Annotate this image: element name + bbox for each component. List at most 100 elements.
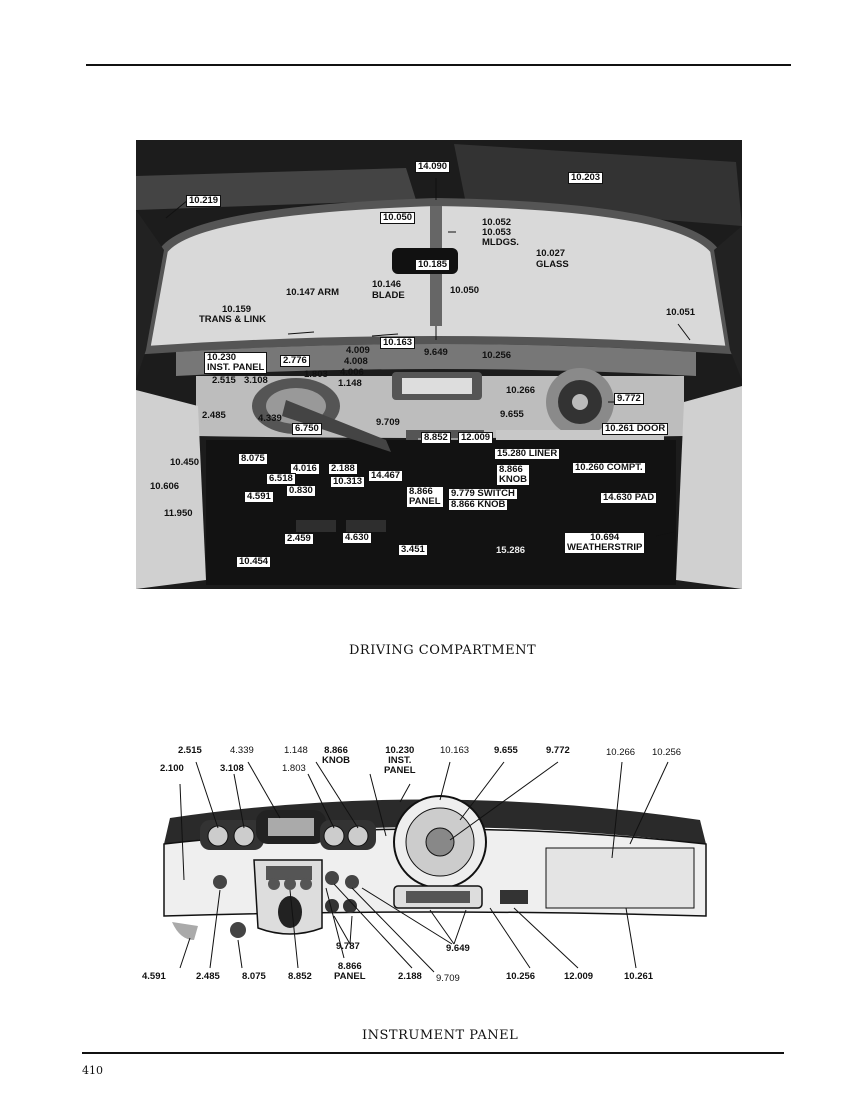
label-6-518: 6.518 [266, 473, 296, 485]
label-10-256: 10.256 [482, 350, 512, 361]
label-1-803: 1.803 [304, 369, 328, 380]
label-10-147-arm: 10.147 ARM [286, 287, 339, 298]
label-0-830: 0.830 [286, 485, 316, 497]
label-6-750: 6.750 [292, 423, 322, 435]
label-9-649: 9.649 [424, 347, 448, 358]
panel-label-1-803: 1.803 [282, 763, 306, 774]
label-mldgs: MLDGS. [482, 237, 519, 248]
label-4-006: 4.006 [340, 367, 364, 378]
panel-label-8-852: 8.852 [288, 971, 312, 982]
panel-label-4-591: 4.591 [142, 971, 166, 982]
label-weatherstrip: WEATHERSTRIP [567, 542, 643, 553]
label-9-655: 9.655 [500, 409, 524, 420]
label-4-591: 4.591 [244, 491, 274, 503]
label-glass: GLASS [536, 259, 569, 270]
panel-label-2-515: 2.515 [178, 745, 202, 756]
label-10-454: 10.454 [236, 556, 272, 568]
label-trans-link: TRANS & LINK [199, 314, 267, 325]
label-10-146: 10.146 [372, 279, 402, 290]
panel-label-2-485: 2.485 [196, 971, 220, 982]
label-2-188: 2.188 [328, 463, 358, 475]
label-2-459: 2.459 [284, 533, 314, 545]
panel-label-10-261: 10.261 [624, 971, 654, 982]
label-8-866-k: 8.866 [499, 464, 523, 475]
label-10-230: 10.230 [207, 352, 237, 363]
driving-compartment-photo: 14.090 10.203 10.219 10.050 10.052 10.05… [136, 140, 742, 589]
panel-label-10-230: 10.230 [385, 745, 415, 756]
label-10-261-door: 10.261 DOOR [602, 423, 669, 435]
label-15-280-liner: 15.280 LINER [494, 448, 561, 460]
label-9-772: 9.772 [614, 393, 644, 405]
bottom-rule [82, 1052, 784, 1054]
label-3-108: 3.108 [244, 375, 268, 386]
driving-compartment-illustration [136, 140, 742, 589]
panel-label-10-266: 10.266 [606, 747, 636, 758]
label-8-866-panel: 8.866 PANEL [406, 486, 444, 508]
label-11-950: 11.950 [164, 508, 193, 519]
label-3-451: 3.451 [398, 544, 428, 556]
panel-label-inst: INST. [388, 755, 412, 766]
panel-label-4-339: 4.339 [230, 745, 254, 756]
panel-label-9-709: 9.709 [436, 973, 460, 984]
label-1-148: 1.148 [338, 378, 362, 389]
label-8-866-p: 8.866 [409, 486, 433, 497]
label-10-313: 10.313 [330, 476, 366, 488]
label-4-016: 4.016 [290, 463, 320, 475]
label-10-185: 10.185 [415, 259, 451, 271]
panel-label-8-866-knob: 8.866 KNOB [322, 746, 350, 766]
label-10-050-bottom: 10.050 [450, 285, 480, 296]
label-10-053: 10.053 [482, 227, 512, 238]
panel-label-9-787: 9.787 [336, 941, 360, 952]
label-10-230-inst-panel: 10.230 INST. PANEL [204, 352, 268, 374]
panel-label-10-256-top: 10.256 [652, 747, 682, 758]
label-9-709: 9.709 [376, 417, 400, 428]
label-14-630-pad: 14.630 PAD [600, 492, 658, 504]
label-10-163: 10.163 [380, 337, 416, 349]
panel-label-8-866-t: 8.866 [324, 745, 348, 756]
panel-label-9-772: 9.772 [546, 745, 570, 756]
label-8-866-knob-b: 8.866 KNOB [448, 499, 509, 511]
label-10-606: 10.606 [150, 481, 180, 492]
panel-label-knob-t: KNOB [322, 755, 350, 766]
label-10-203: 10.203 [568, 172, 604, 184]
label-8-866-knob: 8.866 KNOB [496, 464, 530, 486]
panel-label-3-108: 3.108 [220, 763, 244, 774]
instrument-panel-illustration [163, 761, 707, 973]
label-10-052: 10.052 [482, 217, 512, 228]
panel-label-panel-t: PANEL [384, 765, 416, 776]
label-blade: BLADE [372, 290, 405, 301]
label-14-467: 14.467 [368, 470, 404, 482]
panel-label-panel-b: PANEL [334, 971, 366, 982]
label-inst-panel: INST. PANEL [207, 362, 265, 373]
label-4-630: 4.630 [342, 532, 372, 544]
panel-label-10-256-bottom: 10.256 [506, 971, 536, 982]
label-10-694: 10.694 [590, 532, 620, 543]
panel-label-2-188: 2.188 [398, 971, 422, 982]
label-10-266: 10.266 [506, 385, 536, 396]
panel-label-8-075: 8.075 [242, 971, 266, 982]
instrument-panel-diagram: 2.515 4.339 1.148 8.866 KNOB 10.230 INST… [142, 740, 710, 990]
panel-label-12-009: 12.009 [564, 971, 594, 982]
label-10-051: 10.051 [666, 307, 696, 318]
label-10-050-top: 10.050 [380, 212, 416, 224]
caption-driving-compartment: DRIVING COMPARTMENT [349, 643, 537, 658]
label-14-090: 14.090 [415, 161, 451, 173]
label-2-515: 2.515 [212, 375, 236, 386]
label-10-027: 10.027 [536, 248, 566, 259]
label-10-694-weatherstrip: 10.694 WEATHERSTRIP [564, 532, 646, 554]
label-4-339: 4.339 [258, 413, 282, 424]
page-number: 410 [82, 1064, 103, 1077]
label-10-260-compt: 10.260 COMPT. [572, 462, 646, 474]
label-12-009: 12.009 [458, 432, 494, 444]
panel-label-8-866-panel: 8.866 PANEL [334, 962, 366, 982]
caption-instrument-panel: INSTRUMENT PANEL [362, 1028, 519, 1043]
label-2-776: 2.776 [280, 355, 310, 367]
label-8-075: 8.075 [238, 453, 268, 465]
panel-label-8-866-b: 8.866 [337, 961, 362, 972]
panel-label-10-230-inst-panel: 10.230 INST. PANEL [384, 746, 416, 776]
top-rule [86, 64, 791, 66]
label-2-485: 2.485 [202, 410, 226, 421]
label-4-009: 4.009 [346, 345, 370, 356]
label-10-450: 10.450 [170, 457, 200, 468]
label-15-286: 15.286 [496, 545, 526, 556]
